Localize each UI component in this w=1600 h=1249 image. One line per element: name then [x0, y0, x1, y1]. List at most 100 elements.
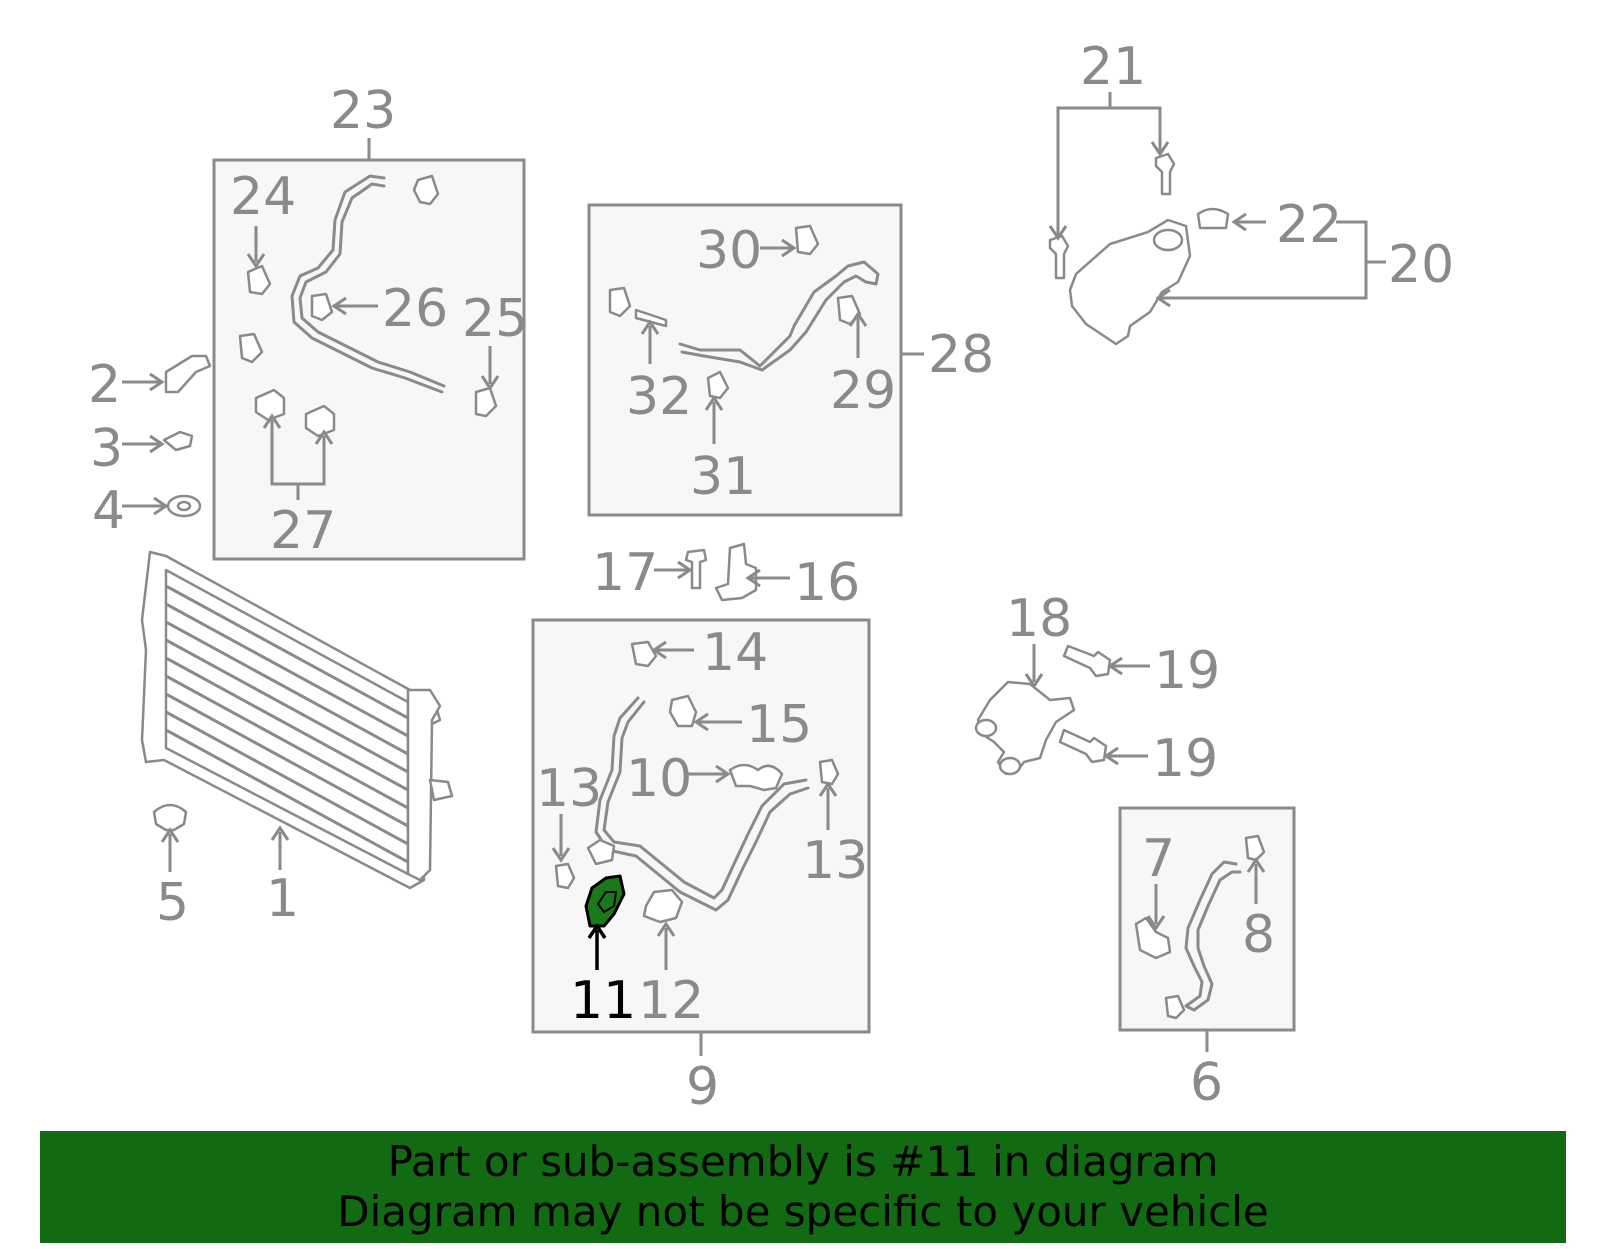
clamp-28-left: [608, 286, 632, 318]
callout-8: 8: [1242, 905, 1275, 965]
arrow-22: [1231, 212, 1247, 232]
banner-background: [40, 1131, 1566, 1243]
callout-31: 31: [690, 447, 756, 507]
part-17-bolt: [684, 548, 708, 590]
part-12-bracket: [642, 888, 684, 924]
arrow-27b: [314, 429, 334, 445]
arrow-19-lower: [1103, 746, 1119, 766]
callout-23: 23: [330, 81, 396, 141]
callout-1: 1: [266, 869, 299, 929]
hose-9-main-edge: [602, 700, 808, 900]
clamp-31: [706, 370, 730, 400]
bracket-27a: [254, 388, 286, 422]
radiator-1: 1 5: [140, 550, 454, 933]
hose-6: [1184, 860, 1242, 1012]
clamp-13-right: [818, 758, 840, 786]
part-16-bracket: [714, 542, 758, 602]
arrow-32: [640, 319, 660, 335]
group-9: 9 14 15 10 13 13 12: [531, 618, 871, 1117]
callout-13-left: 13: [536, 759, 602, 819]
group-6: 6 7 8: [1118, 806, 1296, 1113]
part-2-bracket: [164, 354, 212, 394]
arrow-8: [1246, 857, 1266, 873]
arrow-27a: [262, 413, 282, 429]
arrow-14: [651, 640, 667, 660]
group-28: 28 30 32 31 29: [587, 203, 994, 517]
arrow-24: [246, 253, 266, 269]
callout-14: 14: [702, 623, 768, 683]
arrow-29: [848, 311, 868, 327]
part-11-detail: [596, 891, 618, 914]
part-22-cap: [1196, 207, 1230, 230]
callout-29: 29: [830, 361, 896, 421]
arrow-25: [480, 375, 500, 391]
callout-26: 26: [382, 279, 448, 339]
callout-25: 25: [462, 289, 528, 349]
part-19-bolt-lower: [1058, 728, 1108, 764]
hose-28: [678, 260, 880, 372]
part-10-clips: [728, 763, 784, 792]
pipe-32: [634, 308, 668, 328]
callout-19-upper: 19: [1154, 641, 1220, 701]
radiator-fins: [165, 584, 409, 864]
reservoir-neck: [1152, 228, 1184, 252]
arrow-31: [704, 395, 724, 411]
arrow-13-left: [551, 847, 571, 863]
arrow-1: [270, 825, 290, 841]
arrow-20: [1155, 288, 1171, 308]
part-7-bracket: [1134, 916, 1172, 960]
callout-18: 18: [1006, 589, 1072, 649]
arrow-18: [1024, 673, 1044, 689]
arrow-26: [331, 296, 347, 316]
arrow-15: [693, 712, 709, 732]
arrow-4: [153, 496, 169, 516]
part-21-bolt-left: [1048, 234, 1070, 280]
radiator-outlet: [428, 778, 454, 802]
part-18-port-left: [974, 718, 998, 738]
callout-22: 22: [1276, 195, 1342, 255]
callout-3: 3: [90, 419, 123, 479]
clamp-26: [310, 292, 334, 322]
group-23-box: [212, 158, 526, 561]
clamp-25: [474, 386, 498, 418]
clamp-15: [668, 694, 698, 728]
clamp-top-right: [412, 174, 440, 206]
arrow-16: [745, 568, 761, 588]
leader-21: [1056, 106, 1162, 236]
arrow-7: [1146, 915, 1166, 931]
part-5-plug: [152, 803, 188, 832]
arrow-21b: [1048, 225, 1068, 241]
callout-20: 20: [1388, 235, 1454, 295]
radiator-tank: [406, 688, 442, 882]
callout-19-lower: 19: [1152, 729, 1218, 789]
clamp-30: [794, 224, 820, 256]
clamp-13-left: [554, 862, 576, 890]
left-small-parts: 2 3 4: [88, 354, 212, 541]
callout-5: 5: [156, 873, 189, 933]
arrow-11: [587, 922, 607, 939]
callout-27: 27: [270, 501, 336, 561]
radiator-core: [164, 568, 410, 876]
part-21-bolt-right: [1154, 152, 1176, 196]
callout-32: 32: [626, 367, 692, 427]
group-20-reservoir: 22 20 21: [1048, 37, 1454, 346]
parts-16-17: 16 17: [592, 542, 860, 613]
leader-20: [1160, 220, 1368, 300]
banner-line-1: Part or sub-assembly is #11 in diagram: [387, 1137, 1219, 1186]
callout-16: 16: [794, 553, 860, 613]
reservoir-tank: [1068, 218, 1192, 346]
arrow-21a: [1150, 141, 1170, 157]
clamp-14: [630, 640, 658, 668]
arrow-19-upper: [1107, 656, 1123, 676]
hose-23: [290, 174, 444, 394]
arrow-12: [656, 921, 676, 937]
group-9-box: [531, 618, 871, 1034]
callout-28: 28: [928, 325, 994, 385]
arrow-13-right: [818, 781, 838, 797]
part-18-port-bottom: [998, 756, 1022, 776]
arrow-5: [160, 827, 180, 843]
part-19-bolt-upper: [1062, 644, 1112, 678]
arrow-10: [715, 764, 731, 784]
callout-9: 9: [686, 1057, 719, 1117]
bracket-27b: [304, 404, 336, 438]
